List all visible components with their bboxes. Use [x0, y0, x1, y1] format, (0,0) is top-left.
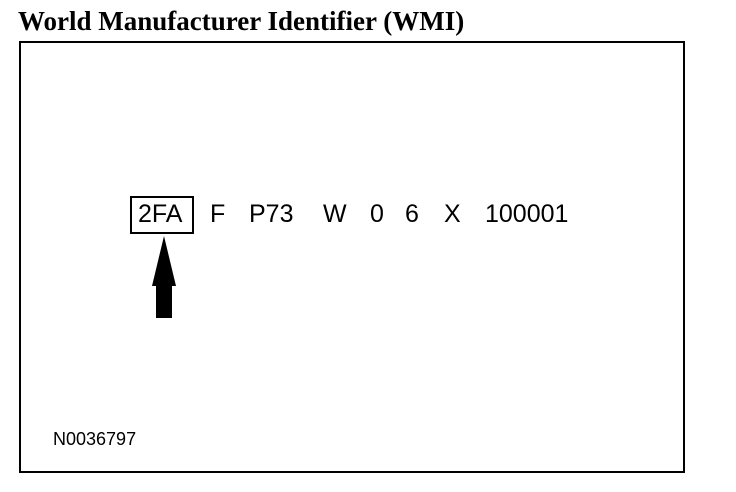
wmi-highlight-box [130, 196, 194, 234]
reference-code: N0036797 [53, 429, 137, 449]
vin-segment-vehicle-line: F [210, 200, 226, 228]
diagram-title: World Manufacturer Identifier (WMI) [18, 6, 465, 36]
vin-wmi: 2FA [138, 200, 183, 228]
vin-segment-engine: W [323, 200, 347, 228]
vin-segment-plant: X [444, 200, 461, 228]
vin-segment-check-digit: 0 [370, 200, 384, 228]
vin-segment-model-year: 6 [405, 200, 419, 228]
up-arrow-icon [152, 236, 176, 318]
vin-segment-serial-number: 100001 [485, 200, 569, 228]
vin-segment-series-body: P73 [249, 200, 294, 228]
diagram-frame [19, 41, 685, 473]
